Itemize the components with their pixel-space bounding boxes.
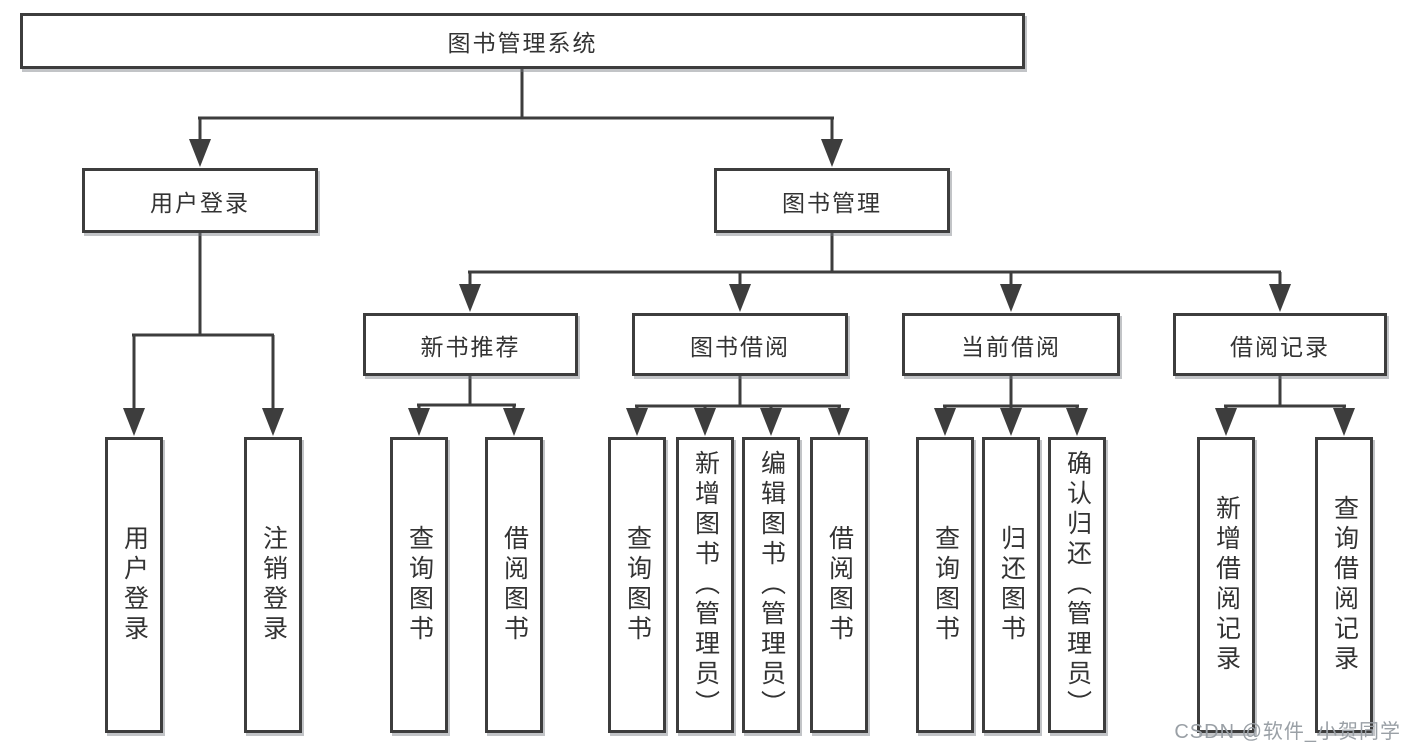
node-root-book-management-system: 图书管理系统 <box>20 13 1025 69</box>
leaf-label: 借阅图书 <box>825 525 854 645</box>
leaf-confirm-return-admin: 确认归还（管理员） <box>1048 437 1106 733</box>
leaf-label: 用户登录 <box>120 525 149 645</box>
arrowheads <box>123 139 1355 436</box>
leaf-user-login: 用户登录 <box>105 437 163 733</box>
node-borrowing-records: 借阅记录 <box>1173 313 1387 376</box>
leaf-query-borrow-record: 查询借阅记录 <box>1315 437 1373 733</box>
node-user-login: 用户登录 <box>82 168 318 233</box>
leaf-query-books-current: 查询图书 <box>916 437 974 733</box>
leaf-label: 查询图书 <box>931 525 960 645</box>
leaf-borrow-books: 借阅图书 <box>810 437 868 733</box>
leaf-return-books: 归还图书 <box>982 437 1040 733</box>
leaf-query-books-recommend: 查询图书 <box>390 437 448 733</box>
leaf-logout: 注销登录 <box>244 437 302 733</box>
node-new-book-recommend: 新书推荐 <box>363 313 578 376</box>
leaf-label: 新增图书（管理员） <box>691 450 720 720</box>
leaf-edit-books-admin: 编辑图书（管理员） <box>742 437 800 733</box>
leaf-label: 查询图书 <box>405 525 434 645</box>
node-label: 图书管理 <box>782 189 882 216</box>
leaf-label: 确认归还（管理员） <box>1063 450 1092 720</box>
leaf-add-books-admin: 新增图书（管理员） <box>676 437 734 733</box>
node-label: 图书管理系统 <box>447 30 598 56</box>
leaf-label: 借阅图书 <box>500 525 529 645</box>
node-label: 用户登录 <box>150 189 250 216</box>
leaf-label: 新增借阅记录 <box>1212 495 1241 675</box>
node-label: 图书借阅 <box>690 333 790 360</box>
leaf-label: 归还图书 <box>997 525 1026 645</box>
leaf-label: 编辑图书（管理员） <box>757 450 786 720</box>
node-book-management: 图书管理 <box>714 168 950 233</box>
leaf-label: 查询图书 <box>623 525 652 645</box>
leaf-label: 查询借阅记录 <box>1330 495 1359 675</box>
leaf-label: 注销登录 <box>259 525 288 645</box>
node-current-borrowing: 当前借阅 <box>902 313 1120 376</box>
leaf-query-books-borrowing: 查询图书 <box>608 437 666 733</box>
leaf-borrow-books-recommend: 借阅图书 <box>485 437 543 733</box>
node-label: 借阅记录 <box>1230 333 1330 360</box>
leaf-add-borrow-record: 新增借阅记录 <box>1197 437 1255 733</box>
node-label: 新书推荐 <box>420 333 521 360</box>
node-book-borrowing: 图书借阅 <box>632 313 848 376</box>
node-label: 当前借阅 <box>961 333 1061 360</box>
